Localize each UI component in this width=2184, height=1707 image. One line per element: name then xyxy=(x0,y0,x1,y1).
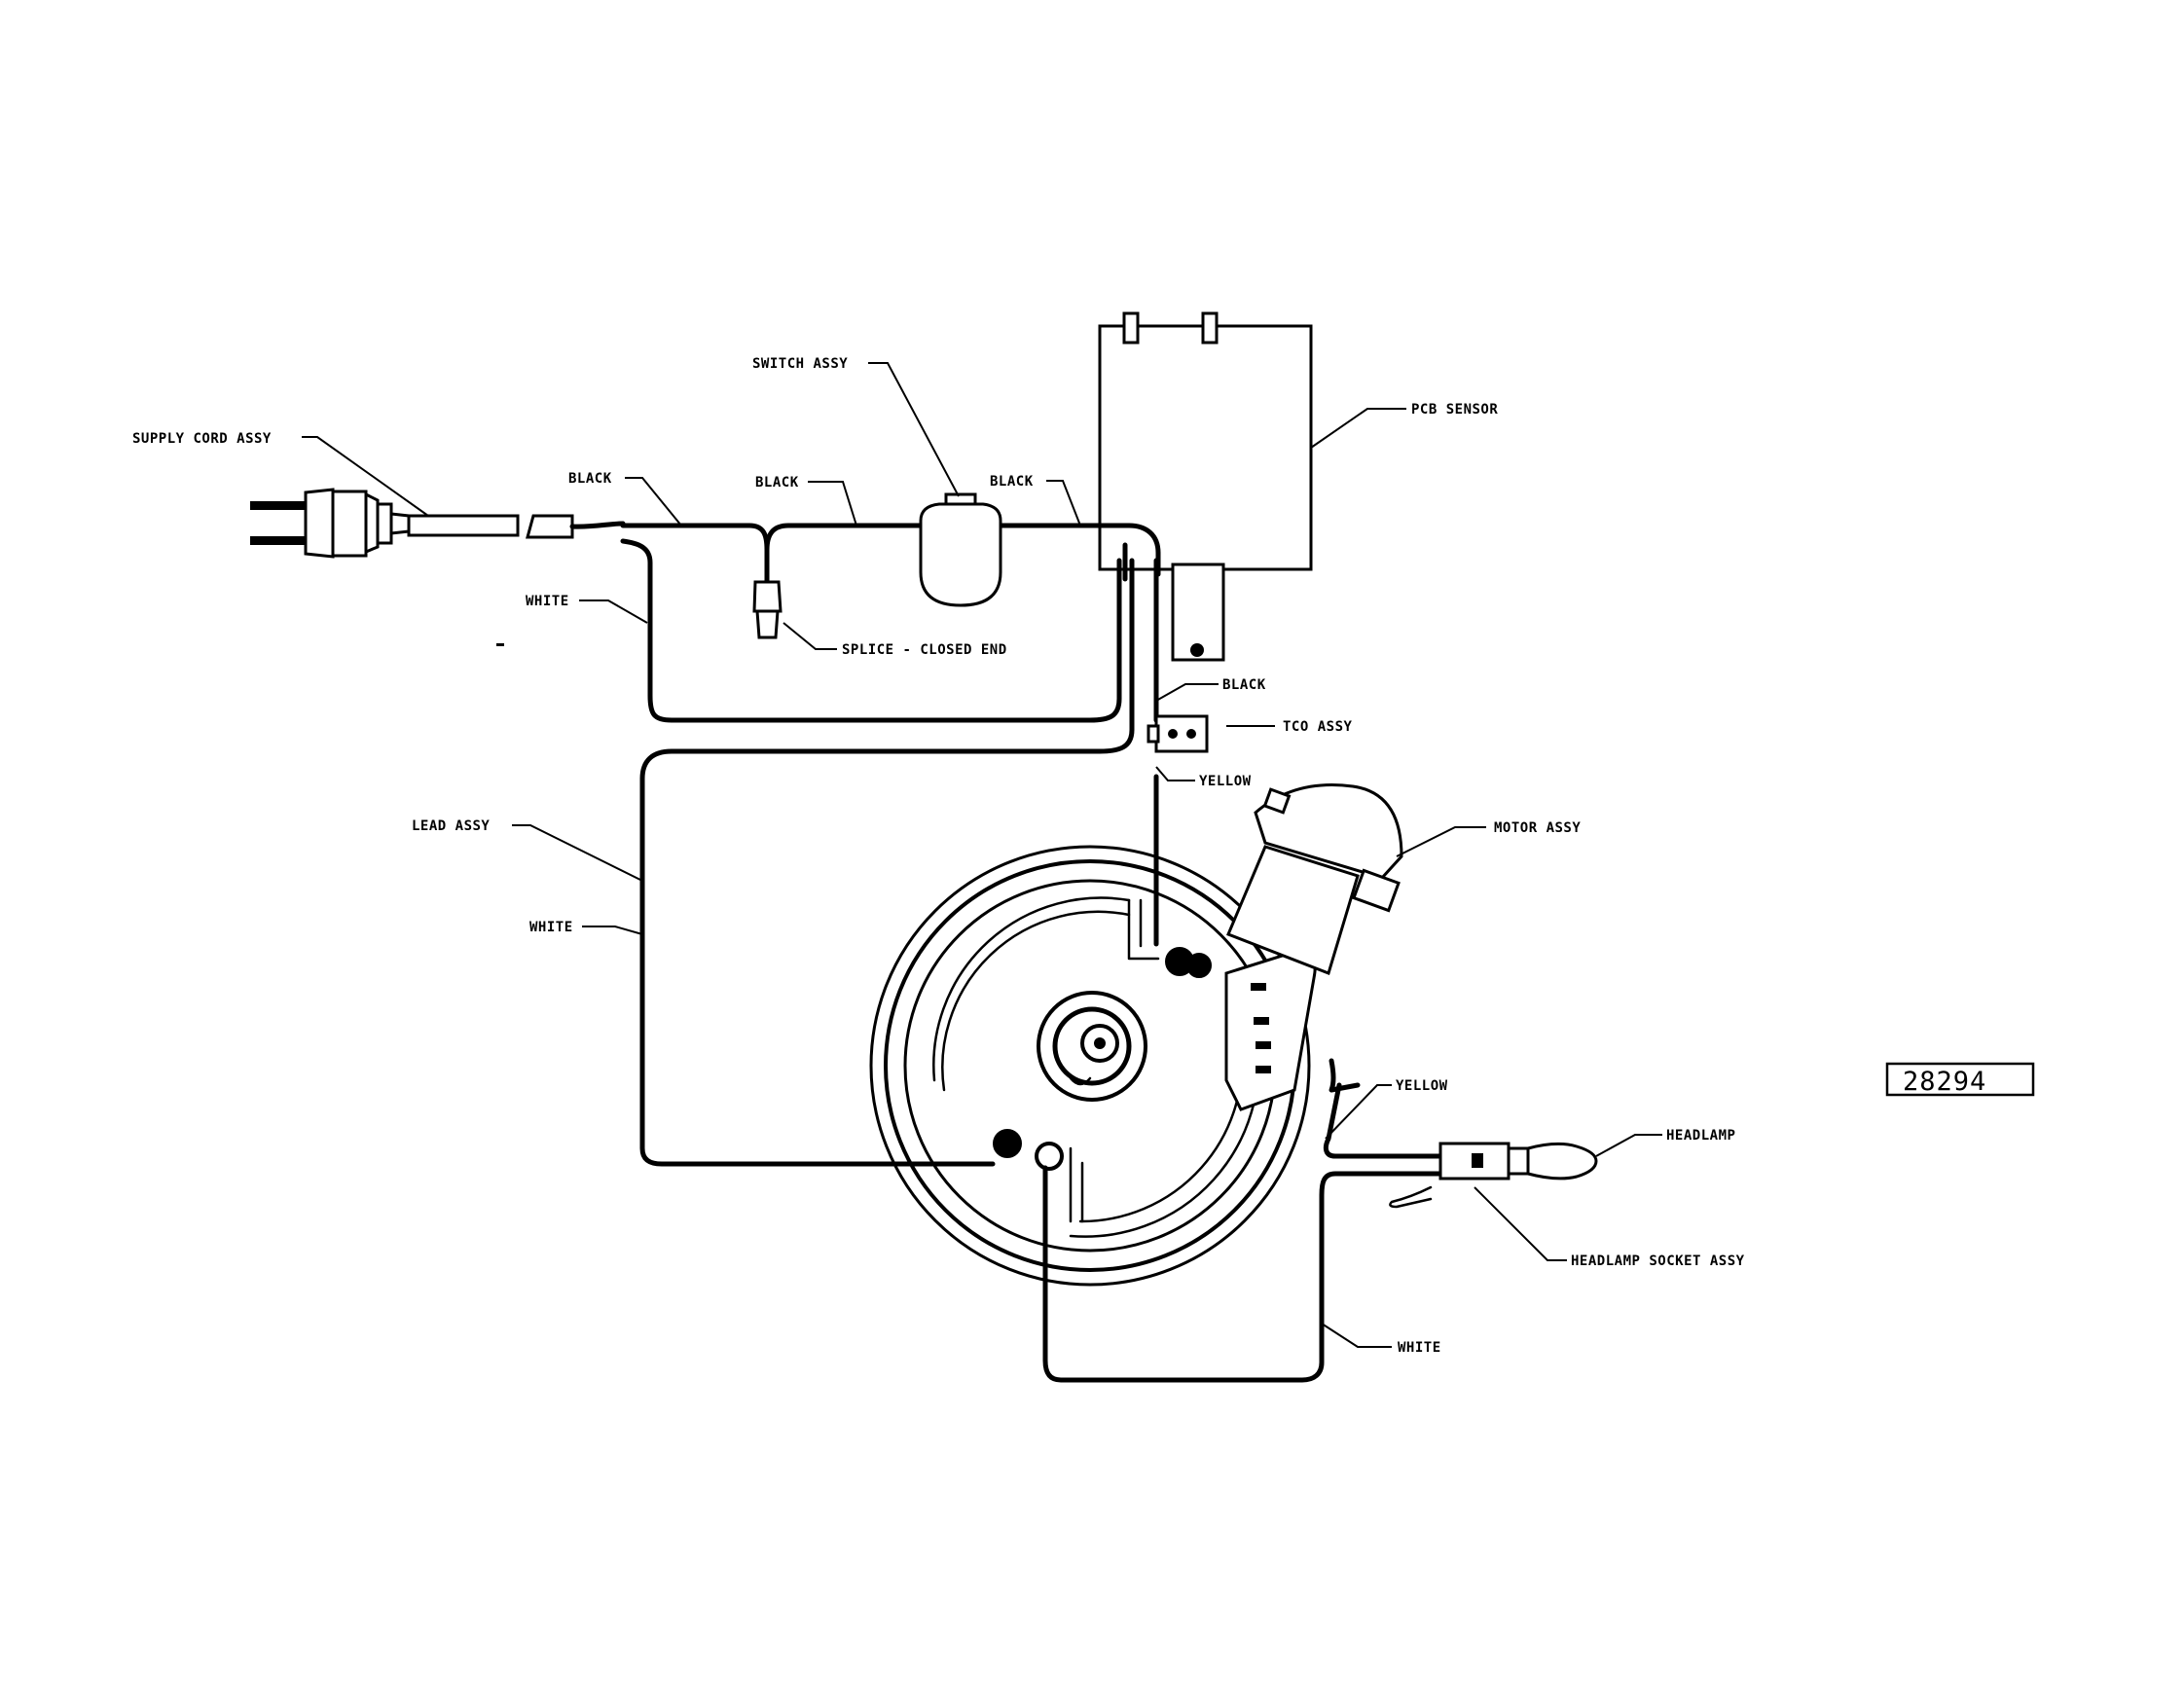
switch-assy xyxy=(919,492,1002,607)
leader-lines xyxy=(302,362,1662,1348)
label-splice-closed-end: SPLICE - CLOSED END xyxy=(842,642,1007,658)
headlamp-bulb xyxy=(1526,1142,1598,1180)
label-headlamp: HEADLAMP xyxy=(1666,1128,1735,1144)
tco-assy xyxy=(1147,714,1209,753)
label-supply-cord-assy: SUPPLY CORD ASSY xyxy=(132,431,272,447)
label-motor-assy: MOTOR ASSY xyxy=(1494,820,1581,836)
label-black-1: BLACK xyxy=(568,471,612,487)
splice-closed-end xyxy=(752,580,783,639)
label-black-4: BLACK xyxy=(1222,677,1266,693)
label-black-3: BLACK xyxy=(990,474,1034,490)
label-yellow-2: YELLOW xyxy=(1396,1078,1448,1094)
label-white-2: WHITE xyxy=(529,920,573,935)
stray-mark xyxy=(496,643,504,646)
label-white-1: WHITE xyxy=(526,594,569,609)
motor-housing xyxy=(869,845,1317,1287)
headlamp-socket-assy xyxy=(1389,1142,1530,1209)
drawing-number-box: 28294 xyxy=(1885,1062,2035,1097)
supply-cord-plug xyxy=(250,488,574,559)
drawing-number: 28294 xyxy=(1903,1067,1986,1097)
label-tco-assy: TCO ASSY xyxy=(1283,719,1353,735)
pcb-sensor xyxy=(1098,311,1313,662)
label-yellow-1: YELLOW xyxy=(1199,774,1252,789)
label-switch-assy: SWITCH ASSY xyxy=(752,356,848,372)
motor-assy xyxy=(1226,783,1403,975)
label-pcb-sensor: PCB SENSOR xyxy=(1411,402,1498,418)
label-headlamp-socket-assy: HEADLAMP SOCKET ASSY xyxy=(1571,1253,1745,1269)
label-black-2: BLACK xyxy=(755,475,799,490)
label-white-3: WHITE xyxy=(1398,1340,1441,1356)
label-lead-assy: LEAD ASSY xyxy=(412,818,490,834)
